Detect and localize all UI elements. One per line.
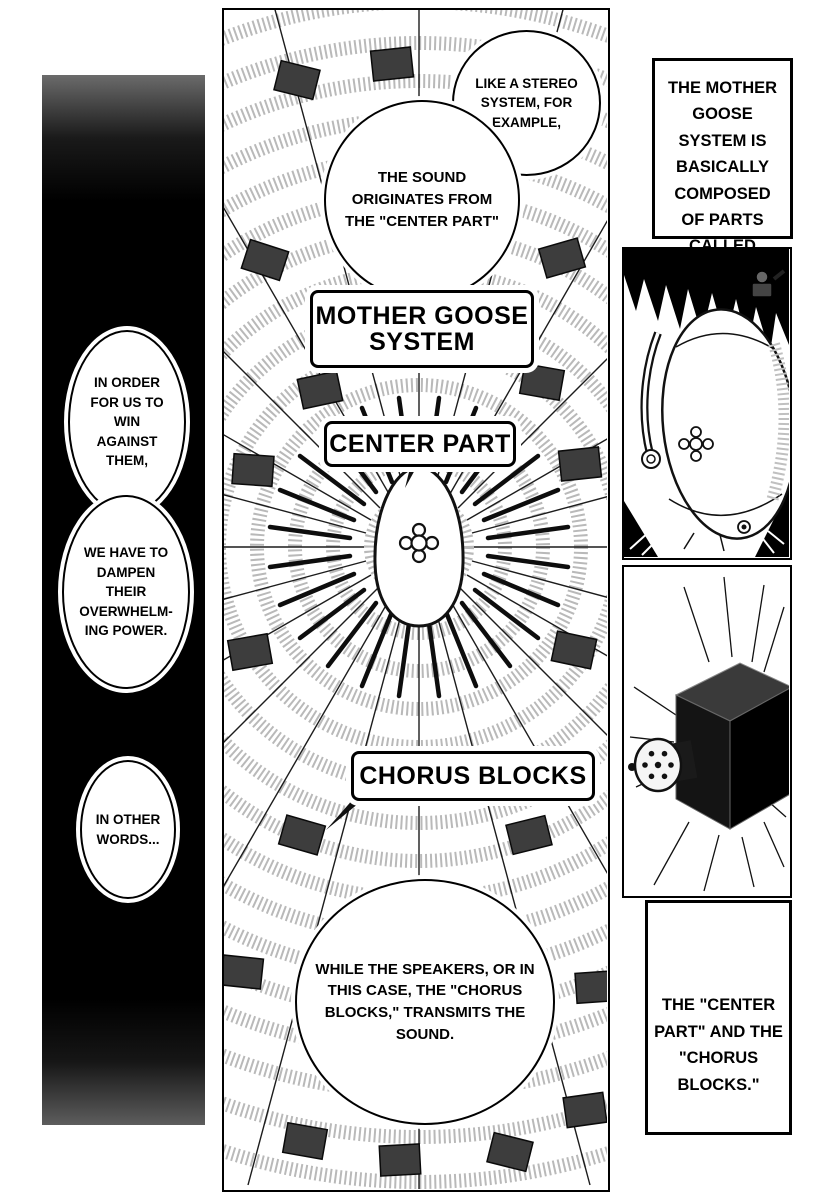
left-dialogue-panel: IN ORDER FOR US TO WIN AGAINST THEM, WE … <box>42 75 205 1125</box>
caption-text: THE "CENTER PART" AND THE "CHORUS BLOCKS… <box>654 996 783 1094</box>
speech-bubble: IN OTHER WORDS... <box>80 760 176 899</box>
narration-caption-bottom: THE "CENTER PART" AND THE "CHORUS BLOCKS… <box>645 900 792 1135</box>
speech-bubble: IN ORDER FOR US TO WIN AGAINST THEM, <box>68 330 186 514</box>
speech-text: IN ORDER FOR US TO WIN AGAINST THEM, <box>90 375 164 469</box>
speech-text: WHILE THE SPEAKERS, OR IN THIS CASE, THE… <box>315 960 535 1043</box>
speaker-cylinder-icon <box>628 737 698 793</box>
center-part-panel <box>622 247 792 560</box>
center-part-egg <box>373 464 465 628</box>
speech-bubble: THE SOUND ORIGINATES FROM THE "CENTER PA… <box>324 100 520 300</box>
chorus-block-cube <box>674 662 789 830</box>
chorus-block-panel <box>622 565 792 898</box>
speed-lines <box>629 576 787 892</box>
speech-text: THE SOUND ORIGINATES FROM THE "CENTER PA… <box>345 169 499 230</box>
label-text: MOTHER GOOSE SYSTEM <box>315 301 529 356</box>
chorus-block-illustration <box>628 576 789 892</box>
speed-lines <box>629 530 785 556</box>
speech-text: IN OTHER WORDS... <box>95 811 161 847</box>
label-chorus-blocks: CHORUS BLOCKS <box>351 751 595 801</box>
speech-bubble: WE HAVE TO DAMPEN THEIR OVERWHELM-ING PO… <box>62 495 190 689</box>
chorus-block-shapes <box>224 46 607 1177</box>
valve-icon <box>751 269 786 298</box>
caption-text: THE MOTHER GOOSE SYSTEM IS BASICALLY COM… <box>667 79 778 256</box>
tube-icon <box>640 331 662 469</box>
flower-bolt-icon <box>678 426 714 462</box>
radial-wires <box>224 10 607 1189</box>
center-part-machine-illustration <box>624 249 789 557</box>
speech-text: WE HAVE TO DAMPEN THEIR OVERWHELM-ING PO… <box>79 545 173 639</box>
label-text: CENTER PART <box>329 429 511 458</box>
narration-caption-top: THE MOTHER GOOSE SYSTEM IS BASICALLY COM… <box>652 58 793 255</box>
speech-text: LIKE A STEREO SYSTEM, FOR EXAMPLE, <box>475 75 578 130</box>
label-mother-goose-system: MOTHER GOOSE SYSTEM <box>310 290 534 368</box>
speech-bubble: WHILE THE SPEAKERS, OR IN THIS CASE, THE… <box>295 879 555 1125</box>
system-diagram-panel: LIKE A STEREO SYSTEM, FOR EXAMPLE, THE S… <box>222 8 610 1192</box>
label-text: CHORUS BLOCKS <box>359 761 587 790</box>
gear-icon <box>398 522 440 564</box>
label-center-part: CENTER PART <box>324 421 516 467</box>
